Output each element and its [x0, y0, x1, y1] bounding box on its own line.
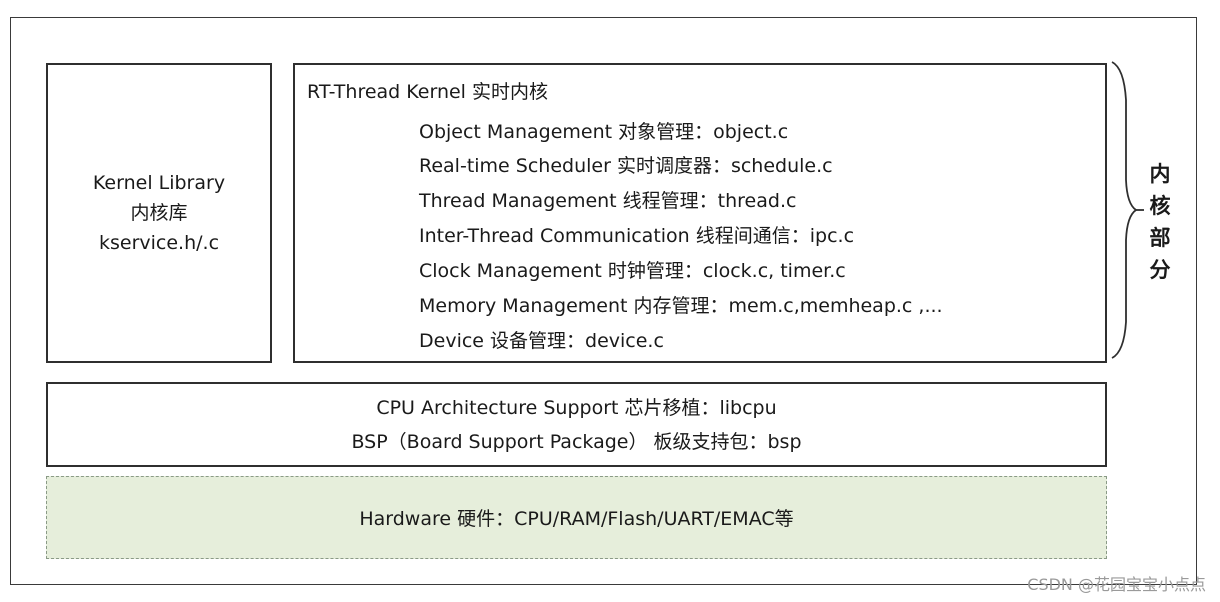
kernel-library-box: Kernel Library 内核库 kservice.h/.c [46, 63, 272, 363]
rt-thread-kernel-box: RT-Thread Kernel 实时内核 Object Management … [293, 63, 1107, 363]
kernel-library-files: kservice.h/.c [98, 232, 220, 254]
watermark: CSDN @花园宝宝小点点 [1027, 575, 1206, 594]
hardware-box: Hardware 硬件：CPU/RAM/Flash/UART/EMAC等 [46, 476, 1107, 559]
kernel-title: RT-Thread Kernel 实时内核 [307, 81, 548, 103]
hardware-label: Hardware 硬件：CPU/RAM/Flash/UART/EMAC等 [359, 508, 794, 530]
side-label-char: 分 [1149, 258, 1171, 282]
kernel-item-memory: Memory Management 内存管理：mem.c,memheap.c ,… [419, 295, 943, 317]
kernel-brace-icon [1111, 61, 1144, 359]
bsp-line: BSP（Board Support Package） 板级支持包：bsp [351, 430, 802, 453]
kernel-item-thread: Thread Management 线程管理：thread.c [419, 190, 797, 212]
cpu-architecture-line: CPU Architecture Support 芯片移植：libcpu [376, 396, 777, 419]
side-label-char: 部 [1149, 226, 1171, 250]
kernel-library-chinese: 内核库 [130, 202, 188, 224]
kernel-part-label: 内 核 部 分 [1148, 158, 1172, 286]
kernel-item-ipc: Inter-Thread Communication 线程间通信：ipc.c [419, 225, 855, 247]
kernel-item-device: Device 设备管理：device.c [419, 330, 664, 352]
kernel-library-title: Kernel Library [92, 172, 226, 194]
diagram-frame [10, 17, 1197, 585]
kernel-item-object: Object Management 对象管理：object.c [419, 121, 789, 143]
kernel-item-clock: Clock Management 时钟管理：clock.c, timer.c [419, 260, 846, 282]
side-label-char: 内 [1149, 162, 1171, 186]
cpu-support-box: CPU Architecture Support 芯片移植：libcpu BSP… [46, 382, 1107, 467]
side-label-char: 核 [1149, 194, 1171, 218]
kernel-item-scheduler: Real-time Scheduler 实时调度器：schedule.c [419, 155, 833, 177]
